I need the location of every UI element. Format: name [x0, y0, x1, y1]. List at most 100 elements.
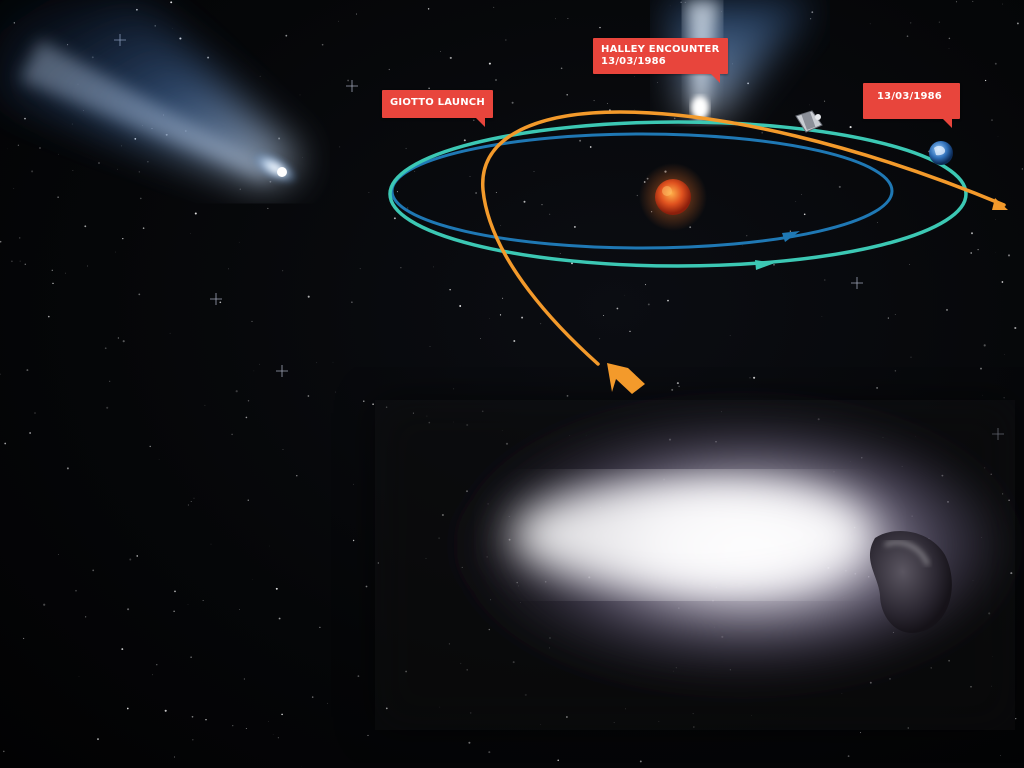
star [761, 131, 764, 134]
halley-encounter-title: HALLEY ENCOUNTER [601, 44, 720, 55]
star [109, 380, 111, 382]
star [971, 232, 973, 235]
star [433, 266, 434, 268]
star [749, 377, 751, 379]
star [170, 1, 173, 4]
star [51, 269, 53, 271]
star [607, 103, 608, 104]
star [997, 136, 999, 137]
star [876, 386, 879, 389]
star [821, 316, 823, 317]
star [479, 338, 482, 340]
star [172, 28, 173, 29]
star [463, 139, 466, 142]
star [801, 194, 802, 195]
star [368, 192, 370, 193]
star [307, 395, 310, 397]
star [204, 404, 206, 406]
star [169, 332, 171, 334]
star [359, 268, 361, 270]
star [540, 323, 542, 325]
star [811, 11, 814, 14]
star [347, 79, 349, 82]
star [267, 721, 269, 722]
star [567, 18, 569, 19]
star [795, 201, 797, 202]
giotto-spacecraft-icon [795, 110, 823, 133]
star [321, 43, 324, 46]
star [500, 225, 501, 226]
star [235, 390, 238, 393]
star [277, 737, 279, 739]
star [388, 68, 390, 71]
star [357, 675, 360, 677]
star [427, 8, 430, 10]
star [147, 161, 149, 163]
star [676, 382, 679, 385]
star [468, 741, 471, 744]
star [43, 603, 46, 606]
star [647, 303, 650, 306]
star [406, 207, 409, 209]
star [190, 656, 192, 658]
star [210, 543, 212, 545]
star [970, 252, 973, 254]
star [809, 104, 810, 106]
star [71, 123, 73, 125]
star [57, 196, 59, 198]
star [191, 715, 194, 718]
halley-orbit [388, 120, 968, 270]
launch-arrow-icon [607, 363, 645, 394]
star [773, 264, 775, 266]
star [656, 82, 658, 83]
star [400, 267, 402, 269]
halley-encounter-callout: HALLEY ENCOUNTER 13/03/1986 [593, 38, 728, 83]
star [1002, 3, 1003, 5]
star [282, 270, 284, 272]
giotto-trajectory [481, 110, 1008, 394]
star [327, 702, 328, 704]
star [1016, 22, 1019, 25]
star [405, 147, 407, 150]
star [228, 268, 229, 270]
star [122, 340, 125, 343]
star [268, 545, 270, 547]
star [142, 227, 145, 229]
star [678, 385, 680, 388]
star [523, 200, 526, 203]
star [746, 235, 748, 237]
star [136, 555, 138, 557]
star [1000, 755, 1001, 756]
star [247, 499, 249, 501]
star [319, 626, 321, 629]
star [231, 433, 233, 436]
star [173, 756, 176, 758]
halley-encounter-date: 13/03/1986 [601, 56, 666, 67]
star [729, 334, 731, 336]
sparkle-star [210, 293, 222, 305]
star [789, 230, 792, 232]
star [396, 191, 398, 193]
star [127, 608, 130, 611]
star [202, 600, 204, 602]
star [106, 406, 109, 409]
star [339, 146, 341, 148]
star [495, 79, 497, 81]
star [92, 569, 95, 572]
star [645, 284, 647, 286]
star [66, 467, 69, 470]
star [948, 37, 951, 40]
star [589, 146, 592, 148]
star [1014, 326, 1017, 330]
star [296, 475, 298, 477]
star [24, 263, 27, 266]
star [634, 76, 635, 77]
star [560, 67, 563, 70]
star [629, 330, 631, 333]
sparkle-star [346, 80, 358, 92]
star [557, 759, 559, 762]
star [84, 225, 87, 228]
star [52, 282, 54, 285]
star [72, 169, 74, 171]
